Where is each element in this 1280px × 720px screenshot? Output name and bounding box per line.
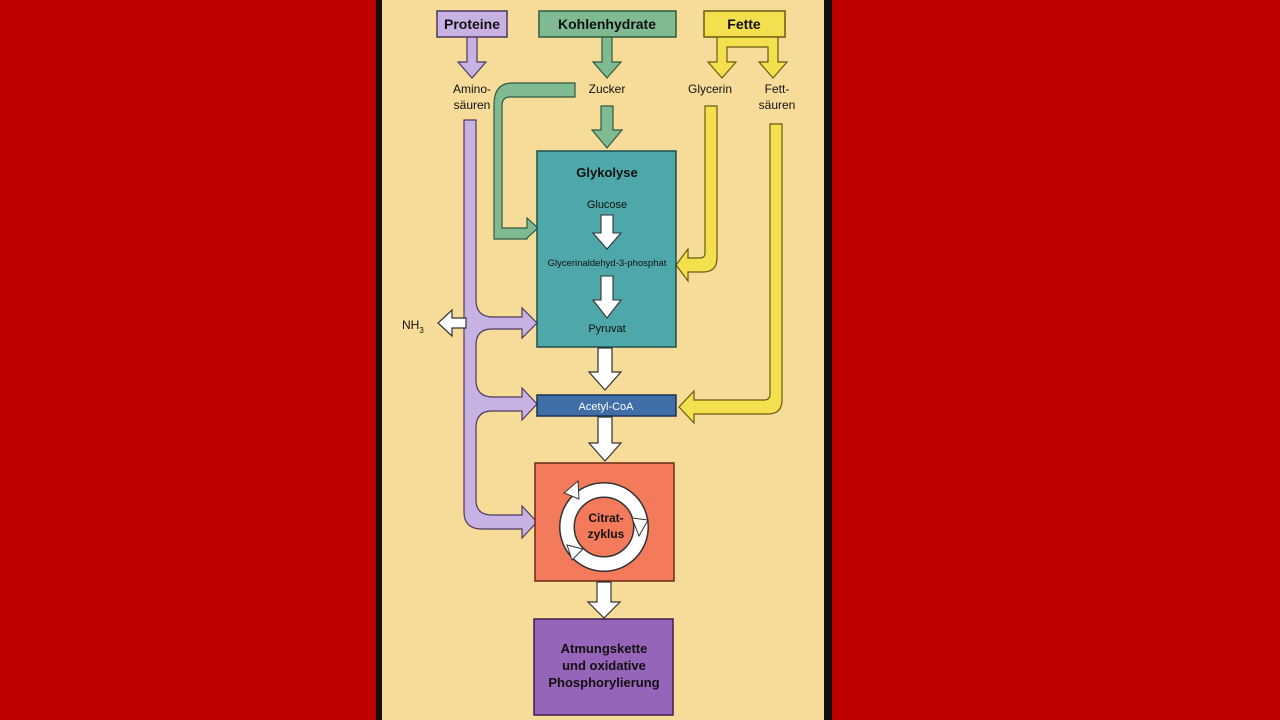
fats-label: Fette xyxy=(727,16,761,32)
citrate-cycle-label-1: Citrat- xyxy=(588,511,623,525)
sugar-label: Zucker xyxy=(589,82,626,96)
glycolysis-title: Glykolyse xyxy=(576,165,637,180)
respiration-box: Atmungskette und oxidative Phosphorylier… xyxy=(533,618,674,716)
glycerol-label: Glycerin xyxy=(688,82,732,96)
citrate-cycle-label-2: zyklus xyxy=(588,527,625,541)
pyruvate-to-acetyl-arrow xyxy=(587,347,623,391)
glucose-label: Glucose xyxy=(587,199,627,211)
cycle-arrowhead-top xyxy=(563,479,580,500)
respiration-label-1: Atmungskette xyxy=(561,641,648,656)
glycerol-arrow xyxy=(675,105,718,283)
protein-down-arrow xyxy=(456,36,488,79)
acetyl-coa-label: Acetyl-CoA xyxy=(578,401,634,413)
glycolysis-box: Glykolyse Glucose Glycerinaldehyd-3-phos… xyxy=(536,150,677,348)
g3p-label: Glycerinaldehyd-3-phosphat xyxy=(548,258,667,269)
ammonia-arrow xyxy=(437,308,467,338)
citrate-cycle-box: Citrat- zyklus xyxy=(534,462,675,582)
fats-fork-arrows xyxy=(706,36,789,79)
fatty-acids-label-2: säuren xyxy=(759,98,796,112)
proteins-box: Proteine xyxy=(436,10,508,38)
metabolism-diagram: Proteine Kohlenhydrate Fette Amino- säur… xyxy=(382,0,824,720)
g3p-to-pyruvate-arrow xyxy=(591,275,623,319)
fatty-acids-label-1: Fett- xyxy=(765,82,790,96)
fatty-acids-arrow xyxy=(678,123,783,425)
cycle-arrowhead-bottom xyxy=(566,544,584,561)
carbs-box: Kohlenhydrate xyxy=(538,10,677,38)
carbs-down-arrow xyxy=(591,36,623,79)
amino-acids-label-1: Amino- xyxy=(453,82,491,96)
respiration-label-2: und oxidative xyxy=(562,658,646,673)
glucose-to-g3p-arrow xyxy=(591,214,623,250)
acetyl-coa-box: Acetyl-CoA xyxy=(536,394,677,417)
ammonia-label: NH3 xyxy=(402,318,424,335)
citrate-to-respiration-arrow xyxy=(586,581,622,619)
respiration-label-3: Phosphorylierung xyxy=(548,675,659,690)
carbs-label: Kohlenhydrate xyxy=(558,16,656,32)
acetyl-to-citrate-arrow xyxy=(587,416,623,462)
cycle-arrowhead-right xyxy=(631,517,649,538)
sugar-down-arrow xyxy=(590,105,624,149)
proteins-label: Proteine xyxy=(444,16,500,32)
sugar-bypass-arrow xyxy=(493,82,576,240)
pyruvate-label: Pyruvat xyxy=(588,323,625,335)
fats-box: Fette xyxy=(703,10,786,38)
amino-acids-label-2: säuren xyxy=(454,98,491,112)
